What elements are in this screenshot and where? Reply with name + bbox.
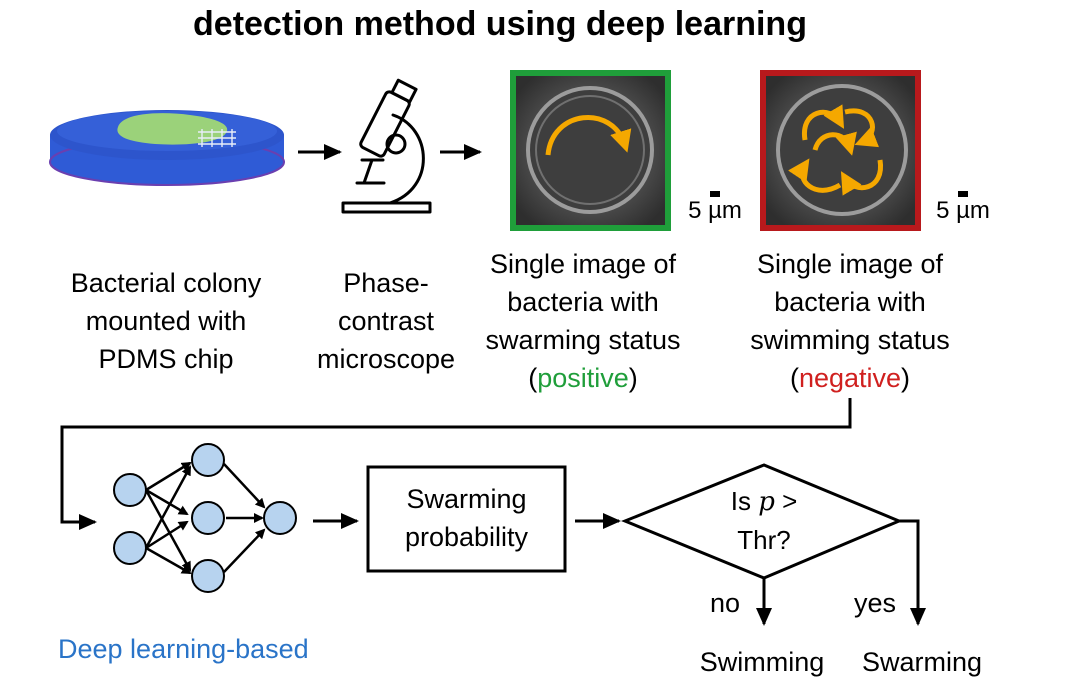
scale-bar-positive [710, 191, 720, 197]
decision-variable: p [758, 487, 775, 517]
negative-image [760, 70, 921, 231]
probability-text: Swarming probability [404, 484, 529, 552]
page-title: detection method using deep learning [193, 5, 807, 43]
microscope-icon [341, 78, 432, 214]
decision-text: Is p > Thr? [730, 486, 798, 555]
petri-dish-icon [49, 110, 285, 186]
no-label: no [709, 588, 741, 618]
network-label: Deep learning-based [58, 634, 309, 664]
microscope-label: Phase- contrast microscope [316, 268, 456, 374]
yes-label: yes [853, 588, 897, 618]
positive-image [510, 70, 671, 231]
rotation-arrow [545, 114, 632, 156]
neural-network-icon [113, 443, 297, 593]
arrow-yes [899, 519, 926, 626]
probability-box [366, 465, 567, 573]
scale-bar-negative [958, 191, 968, 197]
colony-label: Bacterial colony mounted with PDMS chip [70, 268, 262, 374]
scale-label-positive: 5 µm [688, 197, 742, 224]
positive-status: positive [537, 363, 629, 393]
negative-status: negative [798, 363, 902, 393]
positive-label: Single image of bacteria with swarming s… [485, 249, 681, 393]
scale-label-negative: 5 µm [936, 197, 990, 224]
connector-line [60, 398, 852, 530]
result-swarming: Swarming [861, 647, 983, 677]
negative-label: Single image of bacteria with swimming s… [750, 249, 950, 393]
result-swimming: Swimming [699, 647, 825, 677]
